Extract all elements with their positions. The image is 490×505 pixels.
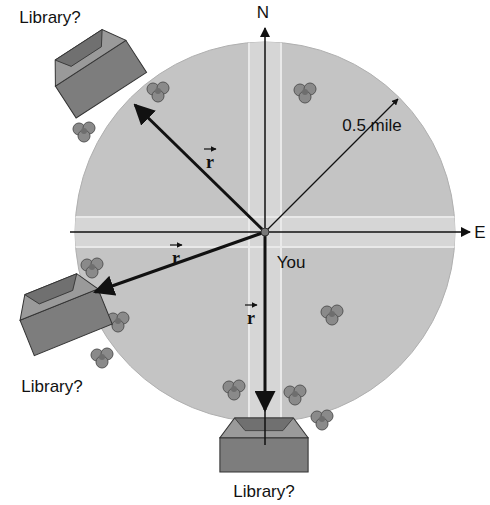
compass-north: N xyxy=(257,4,269,21)
library-label: Library? xyxy=(233,483,294,500)
you-label: You xyxy=(277,254,306,271)
radius-dimension: 0.5 mile xyxy=(342,117,402,134)
vector-symbol: r xyxy=(247,309,255,327)
vector-symbol: r xyxy=(172,249,180,267)
compass-east: E xyxy=(474,224,485,241)
vector-symbol: r xyxy=(206,153,214,171)
library-label: Library? xyxy=(19,9,80,26)
library-label: Library? xyxy=(21,378,82,395)
